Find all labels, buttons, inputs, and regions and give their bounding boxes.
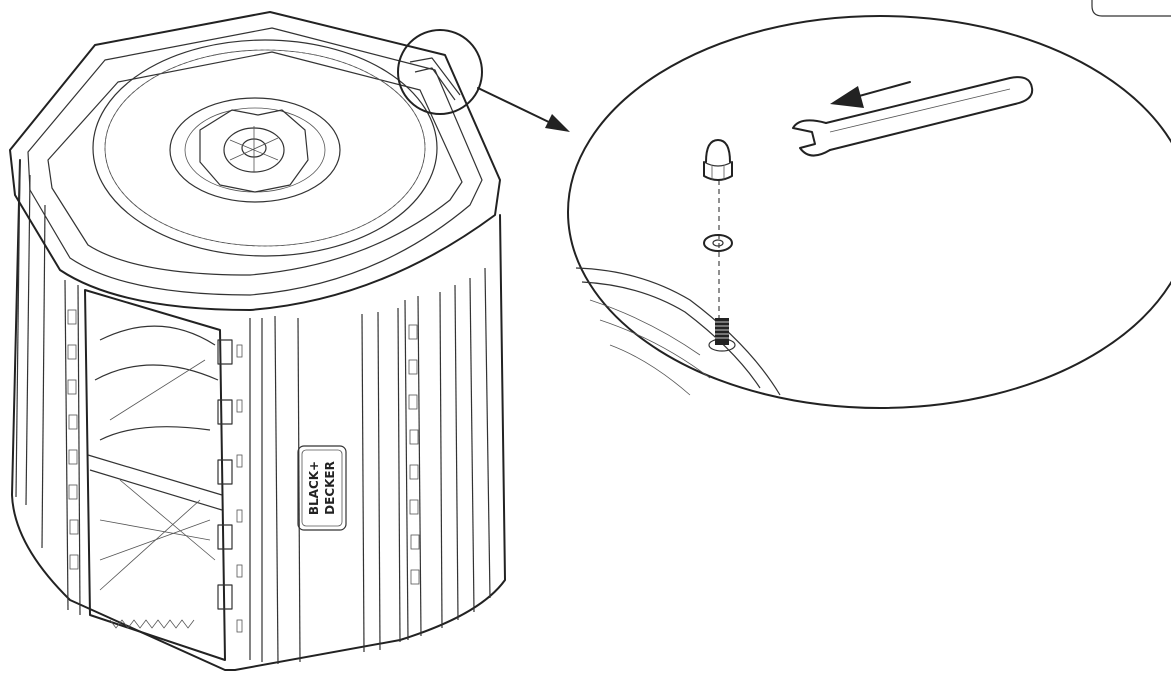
composter-unit <box>9 11 506 671</box>
callout-circle <box>397 29 483 115</box>
detail-callout <box>567 15 1171 409</box>
brand-logo-line2: DECKER <box>323 461 337 515</box>
brand-logo-line1: BLACK+ <box>307 461 321 515</box>
brand-logo-badge: BLACK+ DECKER <box>297 445 347 531</box>
washer-icon <box>703 234 733 252</box>
page-corner-frame <box>1091 0 1171 17</box>
wrench-icon <box>792 76 1034 157</box>
direction-arrow-icon <box>830 81 911 108</box>
threaded-stud-icon <box>708 318 736 352</box>
cap-nut-icon <box>703 139 733 181</box>
leader-arrow <box>477 87 570 132</box>
